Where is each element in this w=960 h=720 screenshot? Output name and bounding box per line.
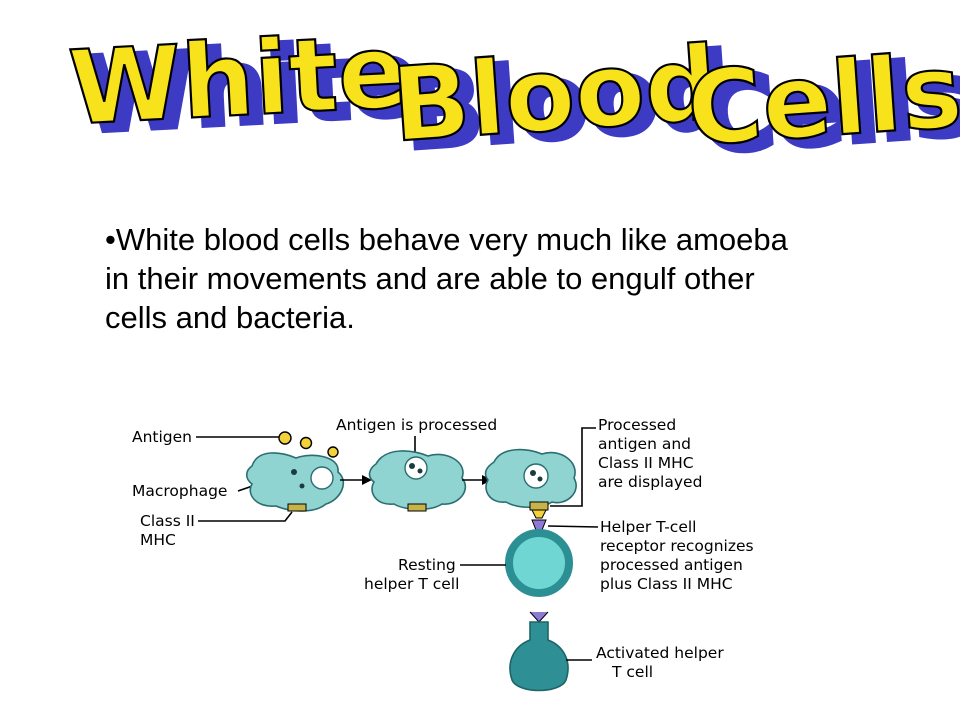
label-displayed-2: antigen and <box>598 435 691 453</box>
antigen-presentation-diagram: Antigen Macrophage Class II MHC Antigen … <box>132 416 754 692</box>
title-shadow-layer: White Blood Cells <box>76 17 960 180</box>
label-antigen: Antigen <box>132 428 192 446</box>
label-activated-2: T cell <box>611 663 653 681</box>
label-macrophage: Macrophage <box>132 482 227 500</box>
tcell-receptor-top <box>529 611 549 623</box>
label-resting-1: Resting <box>398 556 456 574</box>
label-activated-1: Activated helper <box>596 644 724 662</box>
bullet-text: •White blood cells behave very much like… <box>105 222 788 335</box>
label-class2-line2: MHC <box>140 531 176 549</box>
label-recog-1: Helper T-cell <box>600 518 696 536</box>
title-word-white-shadow: White <box>79 20 423 157</box>
macrophage-processing <box>368 450 467 511</box>
title-banner: White Blood Cells White Blood Cells <box>65 11 960 180</box>
arrow-right-icon <box>340 475 372 485</box>
title-word-cells-shadow: Cells <box>696 39 960 177</box>
title-main-layer: White Blood Cells <box>65 11 960 171</box>
label-recog-2: receptor recognizes <box>600 537 754 555</box>
arrow-right-icon <box>462 475 492 485</box>
label-antigen-processed: Antigen is processed <box>336 416 497 434</box>
title-word-blood-shadow: Blood <box>401 31 734 172</box>
label-recog-4: plus Class II MHC <box>600 575 733 593</box>
title-word-cells: Cells <box>684 32 960 170</box>
label-class2-line1: Class II <box>140 512 195 530</box>
label-recog-3: processed antigen <box>600 556 743 574</box>
leader-class2 <box>198 511 293 522</box>
label-displayed-1: Processed <box>598 416 676 434</box>
resting-helper-tcell <box>505 529 573 597</box>
title-word-blood: Blood <box>388 24 721 165</box>
label-displayed-4: are displayed <box>598 473 702 491</box>
leader-displayed <box>550 427 596 507</box>
tcell-receptor <box>531 519 547 531</box>
activated-helper-tcell <box>509 621 569 692</box>
label-resting-2: helper T cell <box>364 575 459 593</box>
label-displayed-3: Class II MHC <box>598 454 694 472</box>
leader-recog <box>547 525 599 528</box>
title-word-white: White <box>66 12 410 149</box>
